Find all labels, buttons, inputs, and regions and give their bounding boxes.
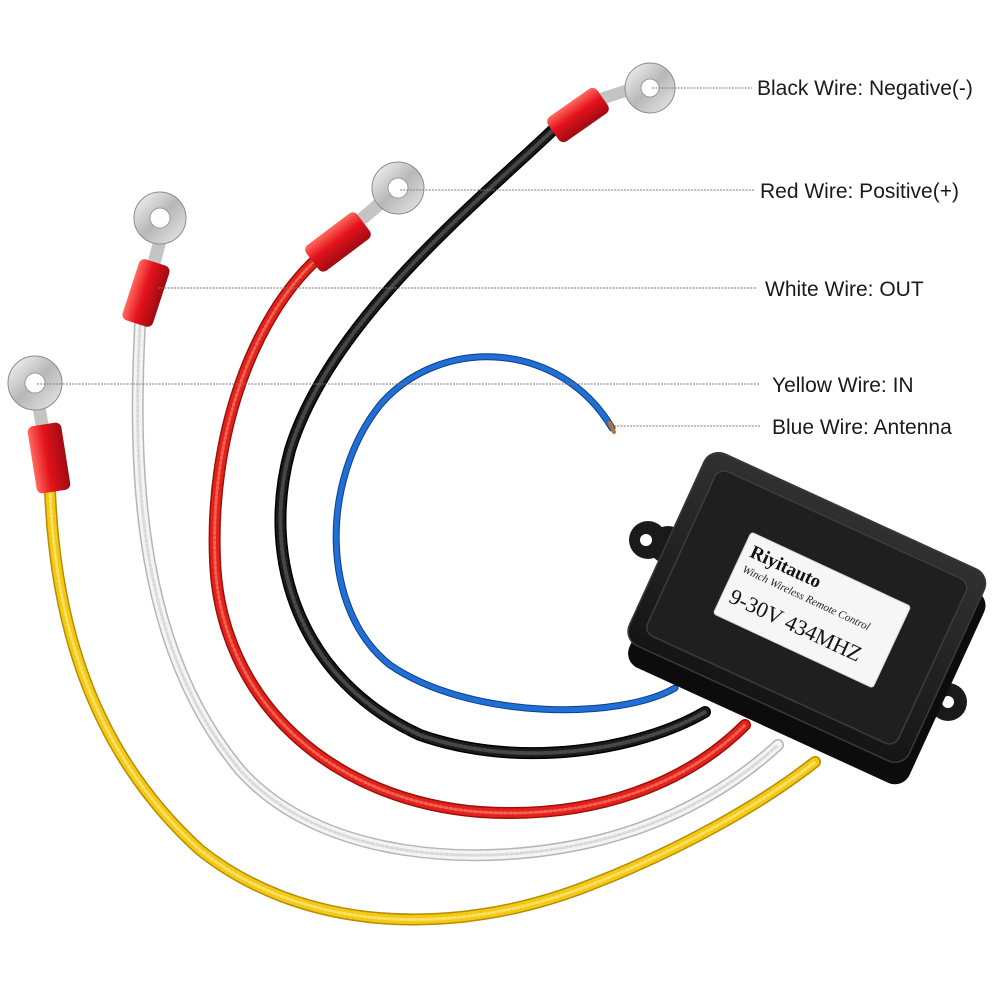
blue-wire-copper-tip	[608, 421, 616, 434]
red-wire	[208, 252, 751, 819]
black-wire-label: Black Wire: Negative(-)	[757, 77, 973, 100]
yellow-wire-braid	[48, 488, 817, 922]
white-wire	[131, 319, 784, 862]
red-terminal-hole	[387, 177, 409, 199]
white-wire-label: White Wire: OUT	[765, 278, 924, 301]
receiver-box: Riyitauto Winch Wireless Remote Control …	[627, 451, 987, 785]
yellow-terminal-hole	[24, 372, 46, 394]
white-wire-braid	[136, 323, 780, 857]
leader-lines	[37, 87, 760, 427]
red-terminal-sleeve	[305, 212, 371, 272]
wires	[44, 122, 821, 926]
blue-wire-label: Blue Wire: Antenna	[772, 416, 952, 439]
right-tab-hole	[942, 696, 954, 708]
yellow-wire-label: Yellow Wire: IN	[772, 374, 914, 397]
white-terminal-hole	[149, 207, 171, 229]
yellow-wire	[44, 484, 821, 926]
left-tab-hole	[640, 534, 652, 546]
blue-wire	[332, 353, 679, 714]
red-wire-label: Red Wire: Positive(+)	[760, 180, 959, 203]
yellow-wire-ring-terminal	[7, 355, 71, 494]
white-terminal-sleeve	[122, 259, 170, 327]
blue-wire-outline	[332, 353, 679, 714]
callout-labels: Black Wire: Negative(-) Red Wire: Positi…	[757, 77, 973, 439]
black-wire-braid	[278, 126, 707, 756]
sticker-background	[713, 532, 911, 688]
red-wire-ring-terminal	[305, 161, 425, 272]
blue-wire-core	[333, 354, 678, 713]
ring-terminals	[7, 62, 676, 494]
black-wire-ring-terminal	[547, 62, 676, 143]
black-wire	[274, 122, 711, 760]
red-wire-braid	[213, 256, 747, 815]
white-wire-ring-terminal	[122, 191, 187, 327]
yellow-terminal-sleeve	[27, 422, 71, 494]
black-terminal-sleeve	[547, 87, 609, 143]
